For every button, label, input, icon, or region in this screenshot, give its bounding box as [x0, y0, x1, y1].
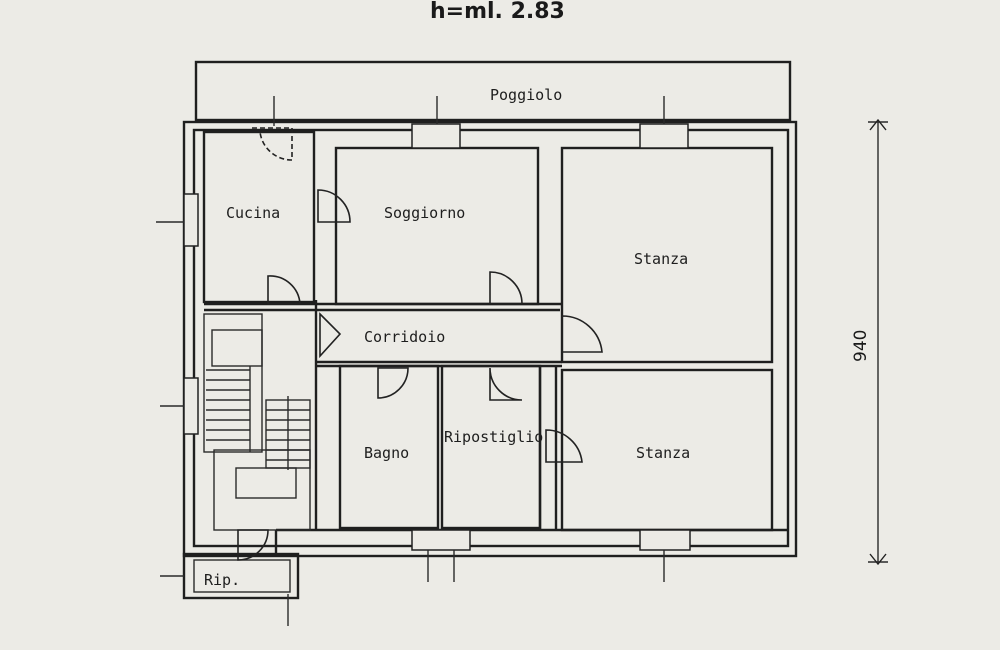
outer-walls — [182, 120, 798, 558]
room-label-poggiolo: Poggiolo — [490, 86, 562, 104]
room-label-corridoio: Corridoio — [364, 328, 445, 346]
staircase — [203, 313, 311, 531]
room-label-bagno: Bagno — [364, 444, 409, 462]
dimension-height-label: 940 — [851, 330, 871, 362]
windows — [156, 96, 691, 626]
room-label-ripostiglio: Ripostiglio — [444, 428, 543, 446]
balcony: Poggiolo — [194, 60, 792, 122]
room-label-rip: Rip. — [204, 571, 240, 589]
room-label-stanza-bottom: Stanza — [636, 444, 690, 462]
room-label-stanza-top: Stanza — [634, 250, 688, 268]
room-label-cucina: Cucina — [226, 204, 280, 222]
dimension-line: 940 — [851, 118, 888, 566]
doors — [237, 127, 603, 561]
interior-walls — [202, 130, 788, 556]
room-label-soggiorno: Soggiorno — [384, 204, 465, 222]
ceiling-height-label: h=ml. 2.83 — [430, 0, 565, 24]
